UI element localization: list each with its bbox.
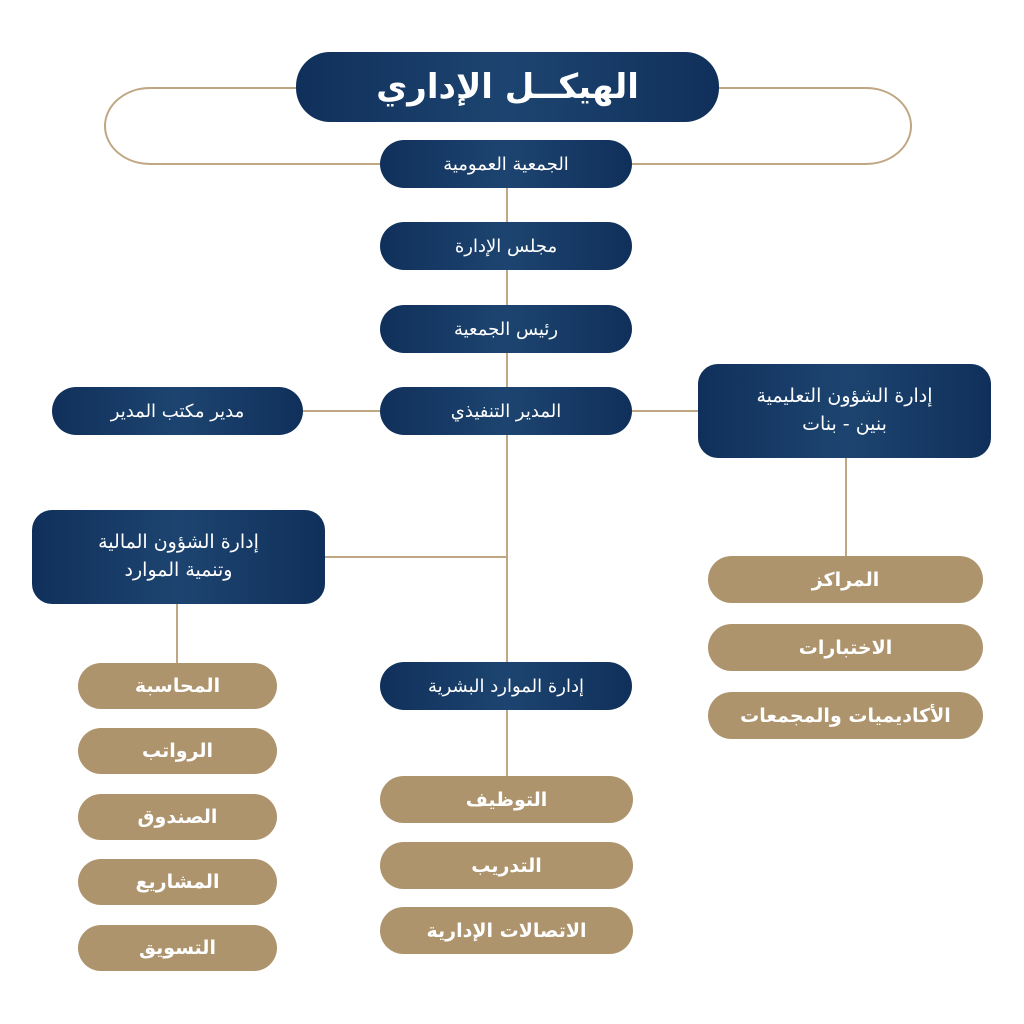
node-general-assembly: الجمعية العمومية bbox=[380, 140, 632, 188]
unit-accounting: المحاسبة bbox=[78, 663, 277, 709]
node-office-manager: مدير مكتب المدير bbox=[52, 387, 303, 435]
unit-centers: المراكز bbox=[708, 556, 983, 603]
unit-fund: الصندوق bbox=[78, 794, 277, 840]
unit-salaries: الرواتب bbox=[78, 728, 277, 774]
unit-academies: الأكاديميات والمجمعات bbox=[708, 692, 983, 739]
unit-recruitment: التوظيف bbox=[380, 776, 633, 823]
page-title: الهيكــل الإداري bbox=[296, 52, 719, 122]
unit-projects: المشاريع bbox=[78, 859, 277, 905]
unit-exams: الاختبارات bbox=[708, 624, 983, 671]
node-executive-director: المدير التنفيذي bbox=[380, 387, 632, 435]
node-education-affairs: إدارة الشؤون التعليمية بنين - بنات bbox=[698, 364, 991, 458]
unit-training: التدريب bbox=[380, 842, 633, 889]
node-financial-affairs: إدارة الشؤون المالية وتنمية الموارد bbox=[32, 510, 325, 604]
unit-admin-communications: الاتصالات الإدارية bbox=[380, 907, 633, 954]
node-chairman: رئيس الجمعية bbox=[380, 305, 632, 353]
node-human-resources: إدارة الموارد البشرية bbox=[380, 662, 632, 710]
unit-marketing: التسويق bbox=[78, 925, 277, 971]
node-board: مجلس الإدارة bbox=[380, 222, 632, 270]
